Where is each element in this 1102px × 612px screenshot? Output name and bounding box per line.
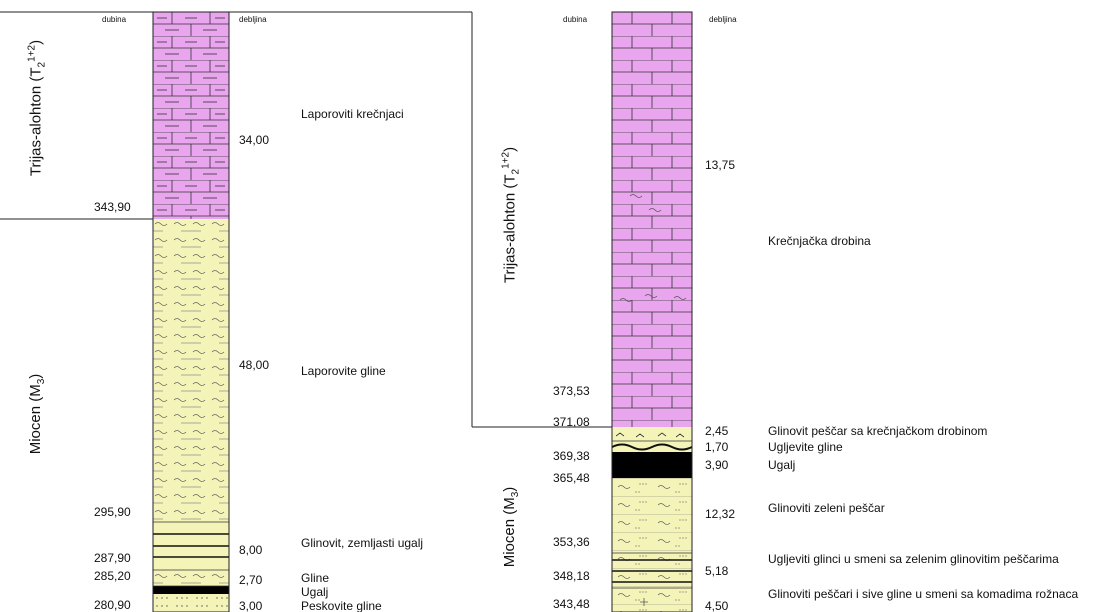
thickness-value: 3,00	[239, 599, 263, 612]
depth-value: 348,18	[553, 569, 590, 583]
thickness-value: 3,90	[705, 458, 729, 472]
depth-value: 343,90	[94, 200, 131, 214]
thickness-value: 34,00	[239, 133, 270, 147]
depth-value: 280,90	[94, 598, 131, 612]
layer-description: Glinovit, zemljasti ugalj	[301, 536, 424, 550]
layer-glinoviti-zeleni-pescar	[612, 478, 692, 553]
layer-description: Krečnjačka drobina	[768, 234, 871, 248]
depth-value: 369,38	[553, 449, 590, 463]
layer-description: Ugalj	[768, 458, 796, 472]
layer-description: Ugljeviti glinci u smeni sa zelenim glin…	[768, 552, 1059, 566]
thickness-value: 48,00	[239, 358, 270, 372]
depth-value: 371,08	[553, 415, 590, 429]
layer-description: Glinovit peščar sa krečnjačkom drobinom	[768, 424, 988, 438]
layer-glinovit-pescar-sa-krecnjackom-drobinom	[612, 427, 692, 441]
thickness-value: 4,50	[705, 599, 729, 612]
left-depth-header: dubina	[102, 15, 127, 24]
layer-glinoviti-pescari-i-sive-gline	[612, 588, 692, 612]
thickness-value: 1,70	[705, 440, 729, 454]
layer-description: Laporoviti krečnjaci	[301, 107, 404, 121]
thickness-value: 8,00	[239, 543, 263, 557]
thickness-value: 2,45	[705, 424, 729, 438]
depth-value: 285,20	[94, 569, 131, 583]
layer-description: Glinoviti peščari i sive gline u smeni s…	[768, 587, 1079, 601]
frame-lines	[0, 11, 612, 428]
thickness-value: 13,75	[705, 158, 736, 172]
right-era-miocene: Miocen (M3)	[501, 486, 521, 568]
layer-peskovite-gline	[153, 594, 229, 612]
left-thickness-header: debljina	[239, 15, 267, 24]
depth-value: 365,48	[553, 471, 590, 485]
depth-value: 353,36	[553, 535, 590, 549]
layer-description: Ugljevite gline	[768, 440, 843, 454]
layer-description: Laporovite gline	[301, 364, 386, 378]
right-lithology-column	[611, 11, 693, 612]
right-depth-header: dubina	[563, 15, 588, 24]
layer-laporovite-gline	[153, 219, 229, 522]
depth-value: 373,53	[553, 384, 590, 398]
layer-laporoviti-krecnjaci	[153, 12, 229, 219]
left-era-miocene: Miocen (M3)	[27, 373, 47, 455]
depth-value: 295,90	[94, 505, 131, 519]
layer-krecnjacka-drobina	[612, 12, 692, 427]
layer-ugalj	[153, 586, 229, 594]
layer-description: Glinoviti zeleni peščar	[768, 501, 885, 515]
thickness-value: 2,70	[239, 573, 263, 587]
layer-description: Ugalj	[301, 585, 329, 599]
right-era-triassic: Trijas-alohton (T21+2)	[500, 146, 522, 284]
depth-value: 287,90	[94, 551, 131, 565]
depth-value: 343,48	[553, 597, 590, 611]
thickness-value: 12,32	[705, 507, 736, 521]
left-lithology-column	[152, 11, 230, 612]
layer-ugalj-right	[612, 452, 692, 478]
left-era-triassic: Trijas-alohton (T21+2)	[26, 39, 48, 177]
right-thickness-header: debljina	[709, 15, 737, 24]
layer-description: Peskovite gline	[301, 599, 382, 612]
layer-description: Gline	[301, 571, 330, 585]
thickness-value: 5,18	[705, 564, 729, 578]
layer-gline	[153, 570, 229, 586]
